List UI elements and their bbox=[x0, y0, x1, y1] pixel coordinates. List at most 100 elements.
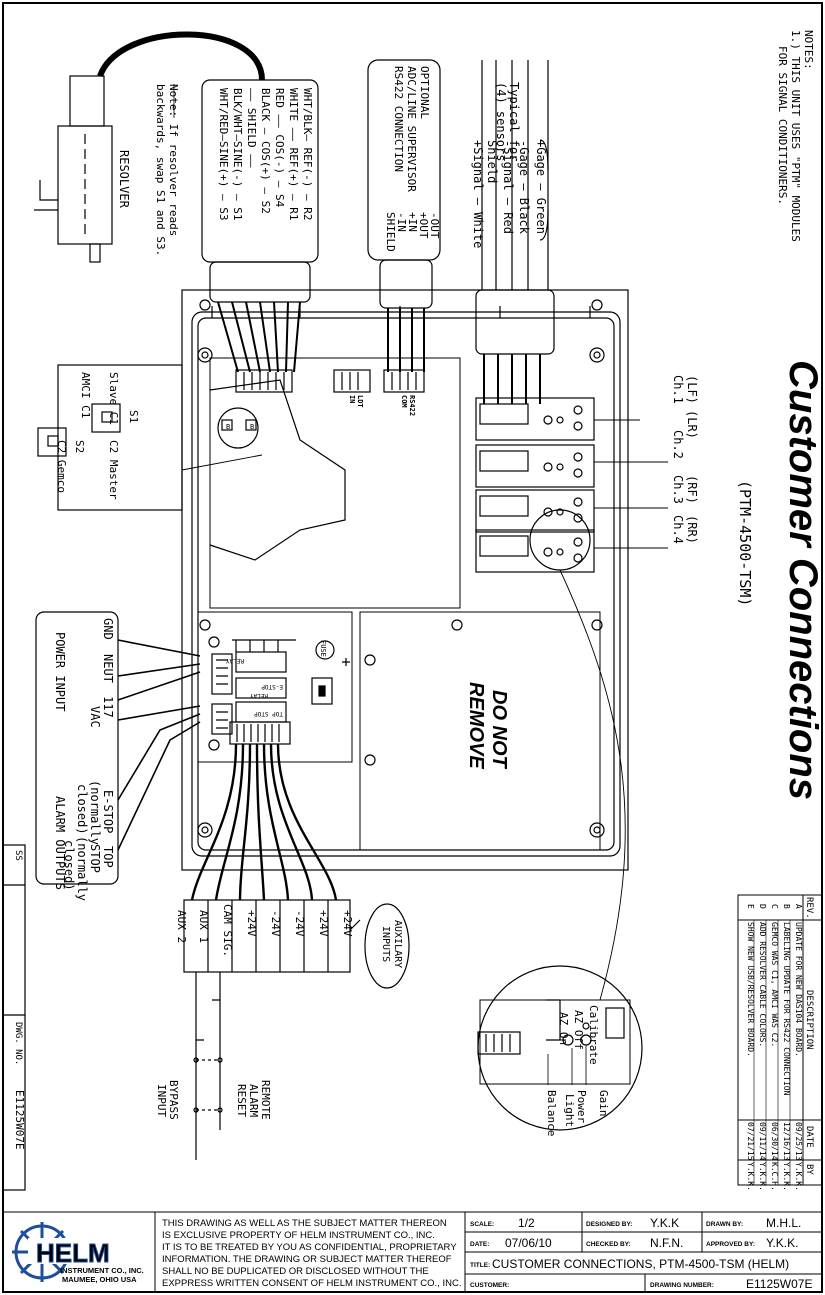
sensor-wiring-block: +Gage — Green -Gage — Black -Signal — Re… bbox=[471, 60, 555, 404]
resolver-wire-4: BLACK — COS(+) — S2 bbox=[259, 88, 272, 214]
rev-row-d-by: Y.K.K. bbox=[758, 1162, 767, 1191]
do-not-remove-line-2: REMOVE bbox=[465, 682, 487, 769]
approved-label: APPROVED BY: bbox=[706, 1241, 755, 1248]
remote-line-2: ALARM bbox=[247, 1084, 260, 1117]
optional-line-1: OPTIONAL bbox=[418, 66, 431, 119]
alarm-nc1b-label: (normally bbox=[75, 836, 89, 901]
page-subtitle: (PTM-4500-TSM) bbox=[736, 480, 754, 606]
power-and-alarm-block: GND NEUT 117 VAC POWER INPUT E-STOP (nor… bbox=[35, 611, 201, 901]
aux-terminal-block bbox=[229, 721, 291, 745]
title-block: Customer Connections (PTM-4500-TSM) bbox=[736, 360, 825, 800]
connector-b-2: B bbox=[250, 423, 254, 431]
company-city: MAUMEE, OHIO USA bbox=[62, 1275, 137, 1284]
do-not-remove-panel bbox=[359, 611, 601, 851]
resolver-wire-2: WHITE —— REF(+) — R1 bbox=[287, 88, 300, 220]
power-label: Power bbox=[575, 1090, 588, 1123]
switch-s1-label: S1 bbox=[127, 410, 140, 423]
rev-row-a-by: Y.K.K. bbox=[794, 1162, 803, 1191]
remote-line-3: RESET bbox=[235, 1084, 248, 1117]
sensor-count-label: (4) sensors bbox=[494, 82, 508, 161]
az-on-label: AZ On bbox=[557, 1012, 570, 1045]
resolver-wire-5: —— SHIELD —— bbox=[245, 88, 258, 168]
com-label: COM bbox=[400, 395, 408, 408]
approved-value: Y.K.K. bbox=[766, 1236, 798, 1250]
calibrate-label: Calibrate bbox=[587, 1005, 600, 1065]
drawing-number-label: DRAWING NUMBER: bbox=[650, 1282, 714, 1289]
customer-label: CUSTOMER: bbox=[470, 1282, 509, 1289]
company-name: INSTRUMENT CO., INC. bbox=[60, 1266, 144, 1275]
power-relay-board bbox=[197, 611, 353, 763]
switch-s1[interactable] bbox=[91, 403, 121, 433]
channel-4-name: Ch.4 bbox=[671, 515, 685, 544]
date-value: 07/06/10 bbox=[505, 1236, 552, 1250]
resolver-connector bbox=[69, 75, 105, 127]
rev-row-e-rev: E bbox=[746, 904, 755, 909]
channel-2-pos: (LR) bbox=[685, 410, 699, 439]
notes-line-1: 1.) THIS UNIT USES "PTM" MODULES bbox=[789, 30, 802, 242]
resolver-wire-1: WHT/BLK— REF(-) — R2 bbox=[301, 88, 314, 220]
rev-row-c-desc: GEMCO WAS C1, AMCI WAS C2. bbox=[770, 922, 779, 1047]
relay-label-2: RELAY bbox=[250, 692, 268, 699]
rs422-pin-3: +IN bbox=[406, 212, 419, 232]
channel-4-pos: (RR) bbox=[685, 515, 699, 544]
side-ss: SS bbox=[13, 850, 23, 861]
power-switch[interactable] bbox=[311, 677, 333, 705]
drawing-number-value: E1125W07E bbox=[746, 1277, 813, 1291]
rev-row-c-date: 06/30/14 bbox=[770, 1122, 779, 1161]
fuse bbox=[315, 640, 335, 660]
rs422-pin-5: SHIELD bbox=[384, 212, 397, 252]
ldt-label: LDT bbox=[356, 395, 364, 408]
resolver-note-2: backwards, swap S1 and S3. bbox=[154, 84, 167, 256]
alarm-nc2-label: closed) bbox=[75, 784, 89, 835]
rev-row-e-desc: SHOW NEW USB/RESOLVER BOARD. bbox=[746, 922, 755, 1057]
title-block-table: THIS DRAWING AS WELL AS THE SUBJECT MATT… bbox=[2, 1211, 823, 1293]
drawn-label: DRAWN BY: bbox=[706, 1221, 743, 1228]
designed-label: DESIGNED BY: bbox=[586, 1221, 632, 1228]
revision-table: REV. DESCRIPTION DATE BY A UPDATE FOR NE… bbox=[737, 894, 823, 1191]
disclaimer-line-6: EXPPRESS WRITTEN CONSENT OF HELM INSTRUM… bbox=[162, 1278, 461, 1289]
relay-label-1: RELAY bbox=[226, 657, 244, 664]
channel-2-name: Ch.2 bbox=[671, 430, 685, 459]
optional-rs422-block: OPTIONAL ADC/LINE SUPERVISOR RS422 CONNE… bbox=[367, 59, 441, 372]
notes-heading: NOTES: bbox=[802, 30, 815, 70]
balance-label: Balance bbox=[545, 1090, 558, 1136]
resolver-wire-3: RED —— COS(-) — S4 bbox=[273, 88, 286, 208]
alarm-stop-label: STOP bbox=[88, 844, 102, 873]
main-circuit-board bbox=[209, 357, 461, 609]
bypass-line-1: BYPASS bbox=[167, 1080, 180, 1120]
alarm-nc2b-label: closed) bbox=[62, 840, 76, 891]
aux-label-1: AUXILARY bbox=[392, 920, 403, 968]
power-alarm-label-box bbox=[35, 611, 119, 885]
resolver-body bbox=[57, 125, 113, 245]
checked-label: CHECKED BY: bbox=[586, 1241, 631, 1248]
sensor-wire-4: Shield bbox=[485, 140, 499, 183]
disclaimer-line-5: SHALL NO BE DUPLICATED OR DISCLOSED WITH… bbox=[162, 1266, 429, 1277]
rev-row-c-by: K.C.H. bbox=[770, 1162, 779, 1191]
resolver-wire-6: BLK/WHT—SINE(-) — S1 bbox=[231, 88, 244, 220]
page-title: Customer Connections bbox=[781, 360, 825, 800]
rev-row-b-rev: B bbox=[782, 904, 791, 909]
aux-term-3: -24V bbox=[293, 910, 306, 937]
power-neut-label: NEUT bbox=[101, 654, 115, 683]
resolver-terminal-block bbox=[235, 369, 293, 393]
rev-row-c-rev: C bbox=[770, 904, 779, 909]
rs422-pin-1: -OUT bbox=[428, 212, 441, 239]
checked-value: N.F.N. bbox=[650, 1236, 683, 1250]
rev-header-desc: DESCRIPTION bbox=[804, 990, 814, 1050]
helm-logo-text: HELM bbox=[36, 1238, 110, 1268]
ptm-module-3 bbox=[475, 489, 595, 533]
switch-s2[interactable] bbox=[37, 427, 67, 457]
aux-terminal-labels bbox=[183, 899, 351, 973]
calibrate-switch[interactable] bbox=[562, 1034, 574, 1046]
ptm-module-4 bbox=[475, 529, 595, 573]
alarm-estop-label: E-STOP bbox=[101, 790, 115, 833]
module-detail-terminal bbox=[477, 1031, 521, 1055]
aux-term-2: +24V bbox=[317, 910, 330, 937]
resolver-wire-7: WHT/RED—SINE(+) — S3 bbox=[217, 88, 230, 220]
rev-row-a-rev: A bbox=[794, 904, 803, 909]
aux-term-5: +24V bbox=[245, 910, 258, 937]
channel-3-name: Ch.3 bbox=[671, 475, 685, 504]
sensor-connector-plug bbox=[475, 289, 555, 355]
ptm-module-1 bbox=[475, 397, 595, 441]
bypass-line-2: INPUT bbox=[155, 1084, 168, 1117]
